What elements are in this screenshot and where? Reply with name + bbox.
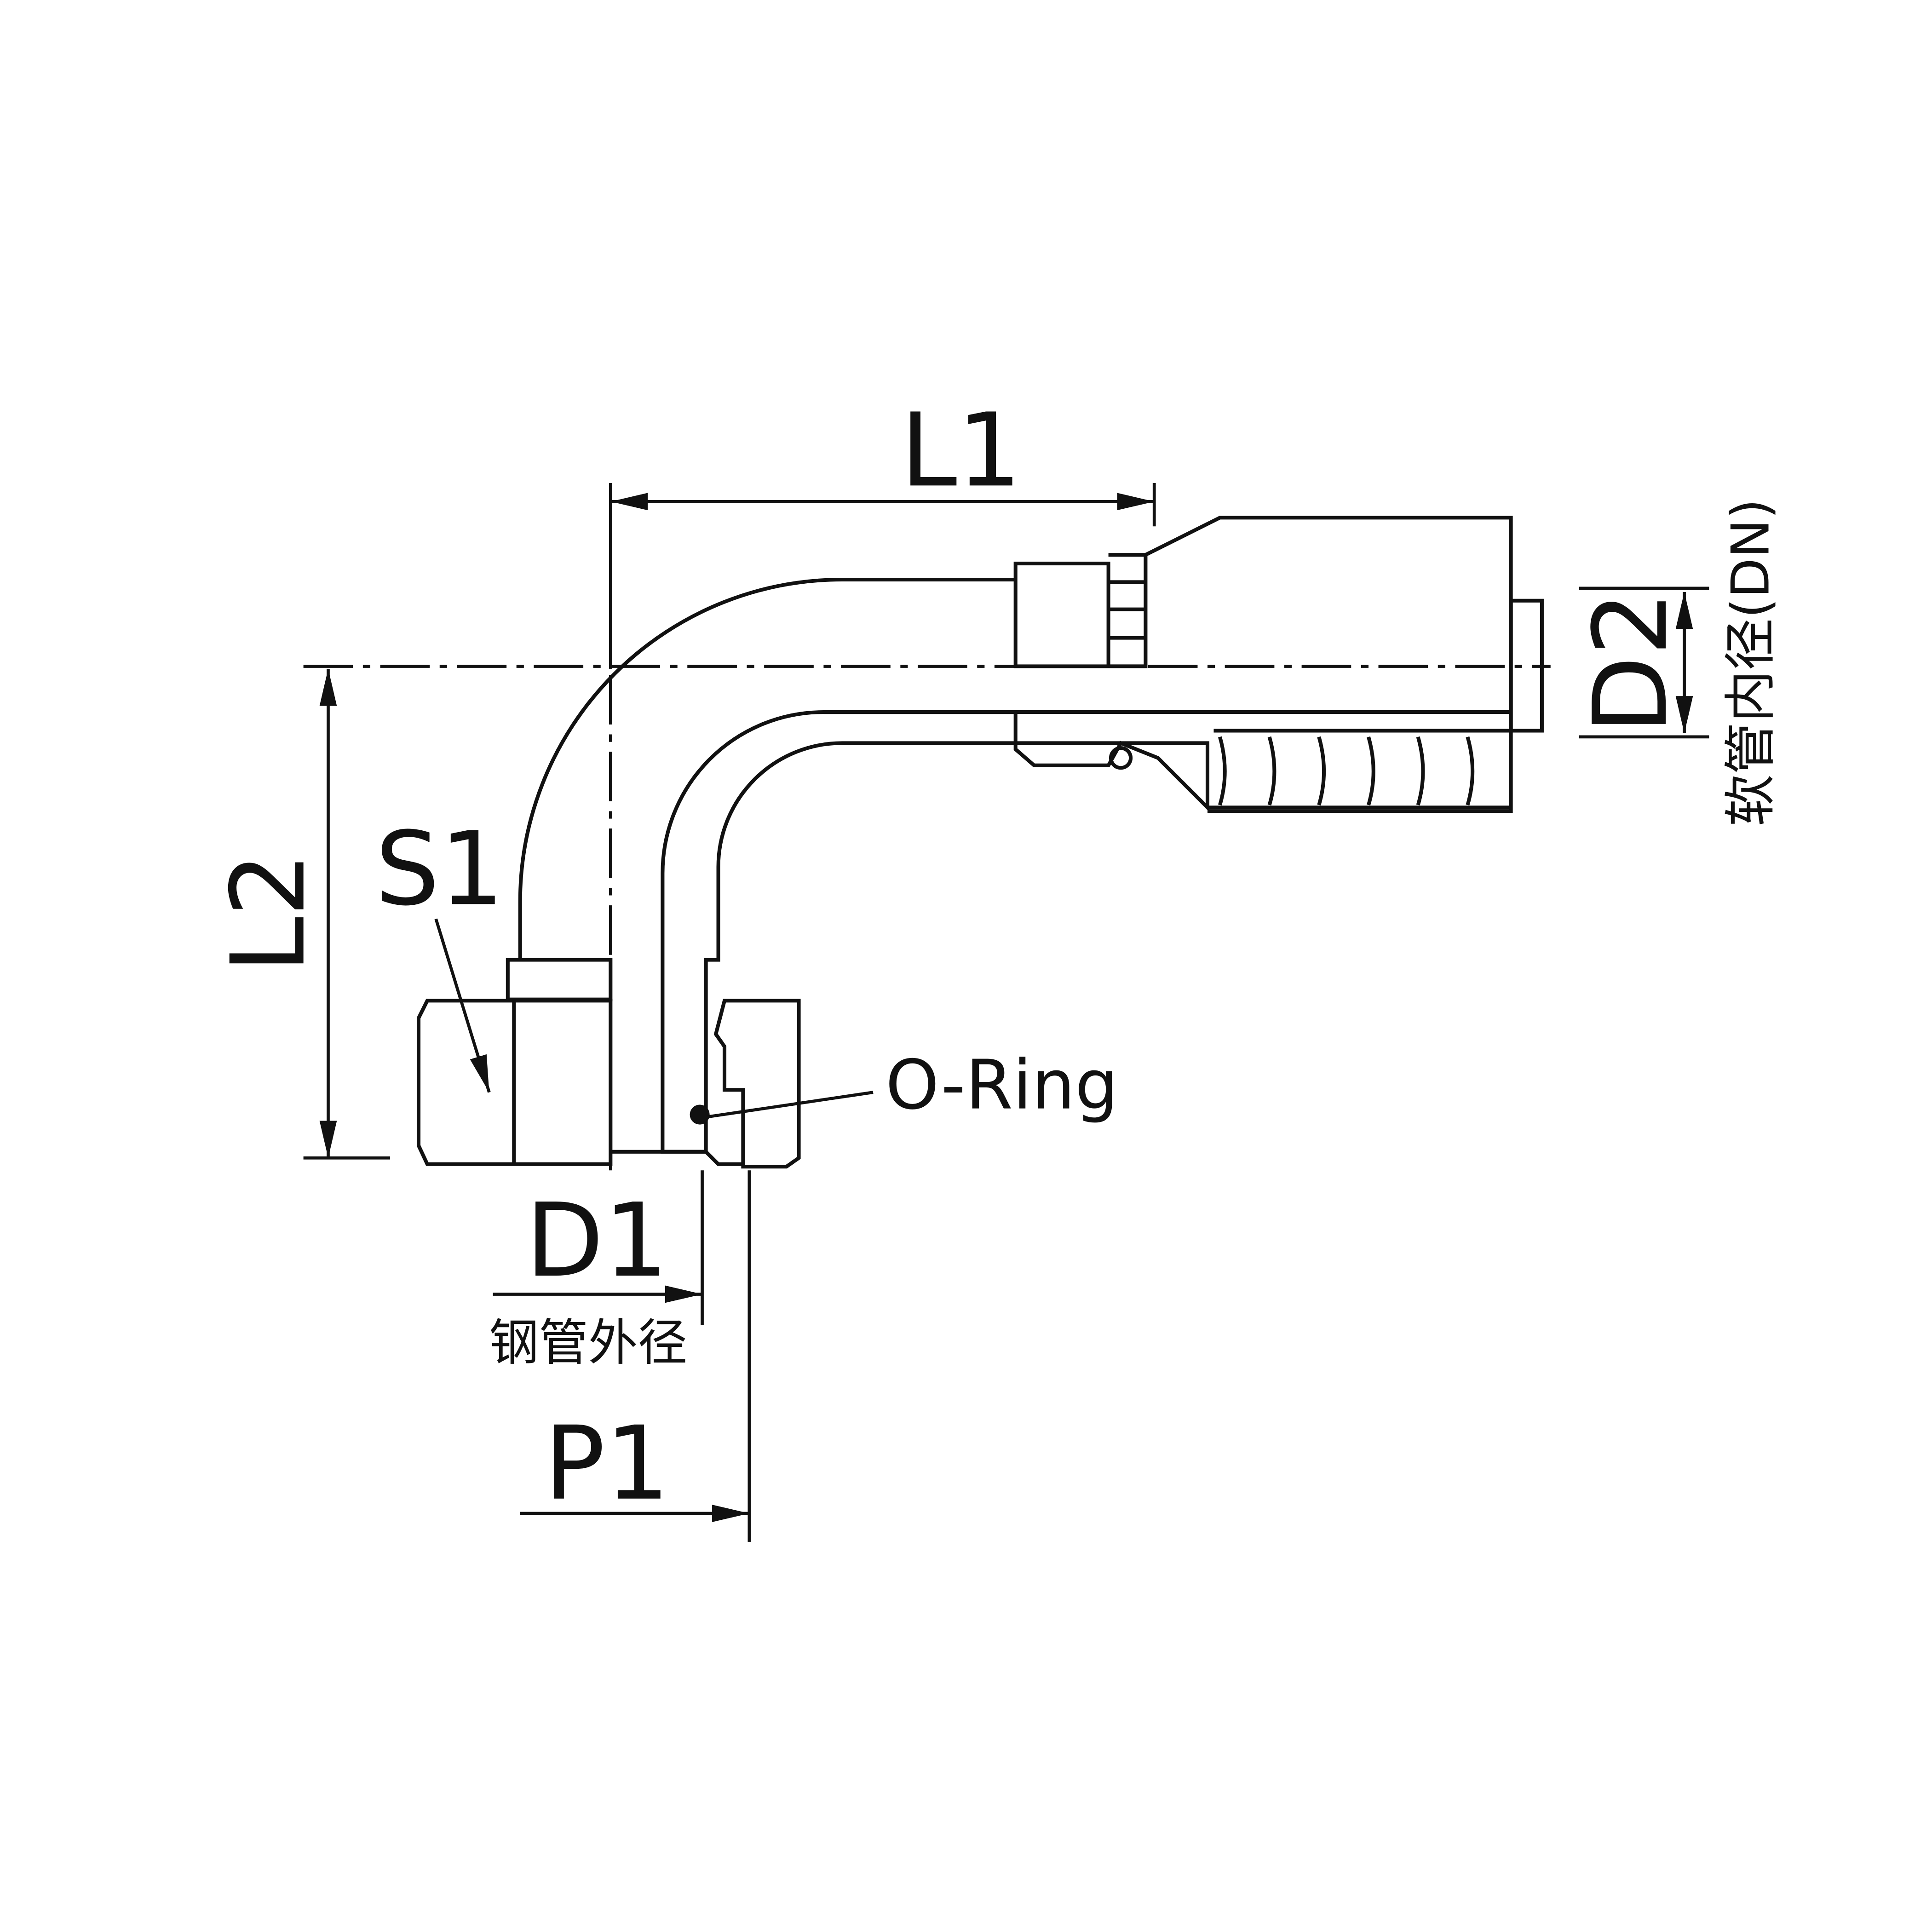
p1-label: P1 xyxy=(544,1405,670,1523)
collar-ridges xyxy=(1108,553,1148,668)
hose-serrations xyxy=(1218,736,1475,806)
socket-o-ring xyxy=(1109,746,1133,770)
swivel-nut xyxy=(416,999,613,1166)
d2-note: 软管内径(DN) xyxy=(1720,499,1781,826)
l1-label: L1 xyxy=(901,391,1022,510)
nut-seat xyxy=(610,1150,743,1166)
o-ring-label: O-Ring xyxy=(886,1046,1118,1125)
d2-extension-lines xyxy=(1579,586,1709,739)
elbow-tube-wall-section xyxy=(661,710,1210,1154)
o-ring-leader xyxy=(706,1091,874,1119)
serration-bounds xyxy=(1208,729,1511,810)
nut-collar xyxy=(506,958,613,1001)
o-ring-mark xyxy=(690,1104,710,1125)
d1-note: 钢管外径 xyxy=(489,1314,687,1372)
s1-label: S1 xyxy=(375,810,504,928)
d1-label: D1 xyxy=(525,1182,668,1300)
socket-end xyxy=(1509,598,1544,733)
s1-leader-arrow xyxy=(434,918,491,1093)
d2-label: D2 xyxy=(1572,591,1690,734)
hex-collar xyxy=(1013,561,1110,668)
elbow-outer-wall xyxy=(518,577,1016,960)
nut-section xyxy=(713,999,801,1169)
l1-extension-lines xyxy=(609,483,1156,669)
hose-socket xyxy=(1144,516,1513,813)
l2-label: L2 xyxy=(210,852,328,973)
